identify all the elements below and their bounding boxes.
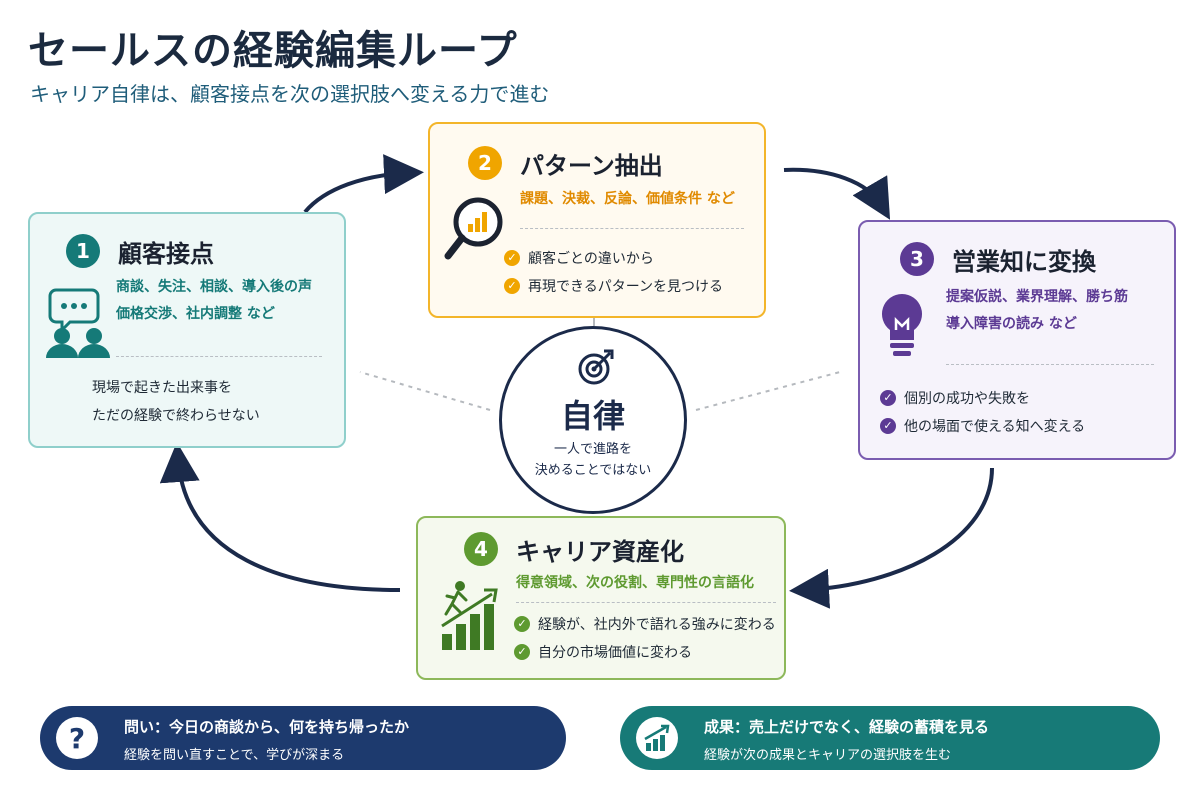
arrow-4-to-1 <box>159 442 401 592</box>
step-card-3: 3 営業知に変換 提案仮説、業界理解、勝ち筋 導入障害の読み など ✓個別の成功… <box>858 220 1176 460</box>
magnifier-chart-icon <box>444 194 508 270</box>
divider <box>516 602 776 603</box>
page-title: セールスの経験編集ループ <box>28 28 518 74</box>
connector-left <box>359 371 491 411</box>
divider <box>520 228 744 229</box>
check-icon: ✓ <box>514 644 530 660</box>
page-subtitle: キャリア自律は、顧客接点を次の選択肢へ変える力で進む <box>30 82 550 106</box>
result-banner: 成果：売上だけでなく、経験の蓄積を見る 経験が次の成果とキャリアの選択肢を生む <box>620 706 1160 770</box>
chat-people-icon <box>42 286 126 366</box>
step-card-2: 2 パターン抽出 課題、決裁、反論、価値条件 など ✓顧客ごとの違いから ✓再現… <box>428 122 766 318</box>
step-title: キャリア資産化 <box>516 538 684 566</box>
step-point: ✓顧客ごとの違いから <box>504 248 654 268</box>
step-keywords: 得意領域、次の役割、専門性の言語化 <box>516 575 754 591</box>
step-number-badge: 1 <box>66 234 100 268</box>
step-keywords: 提案仮説、業界理解、勝ち筋 導入障害の読み など <box>946 289 1128 332</box>
check-icon: ✓ <box>504 250 520 266</box>
center-subtitle: 一人で進路を 決めることではない <box>534 442 652 478</box>
center-title: 自律 <box>560 397 625 435</box>
step-number-badge: 2 <box>468 146 502 180</box>
arrow-1-to-2 <box>303 154 424 214</box>
climbing-growth-icon <box>438 580 500 658</box>
growth-chart-icon <box>636 717 678 759</box>
arrow-3-to-4 <box>789 467 994 609</box>
check-icon: ✓ <box>880 418 896 434</box>
step-title: 営業知に変換 <box>952 248 1096 276</box>
step-number-badge: 4 <box>464 532 498 566</box>
question-icon: ? <box>56 717 98 759</box>
lightbulb-icon <box>874 290 930 364</box>
question-subtitle: 経験を問い直すことで、学びが深まる <box>124 748 345 763</box>
check-icon: ✓ <box>880 390 896 406</box>
step-point: ✓他の場面で使える知へ変える <box>880 416 1085 436</box>
svg-text:?: ? <box>69 722 85 755</box>
step-point: ✓経験が、社内外で語れる強みに変わる <box>514 614 776 634</box>
step-keywords: 商談、失注、相談、導入後の声 価格交渉、社内調整 など <box>116 279 312 322</box>
question-title: 問い：今日の商談から、何を持ち帰ったか <box>124 718 410 736</box>
divider <box>116 356 322 357</box>
step-card-4: 4 キャリア資産化 得意領域、次の役割、専門性の言語化 ✓経験が、社内外で語れる… <box>416 516 786 680</box>
question-banner: ? 問い：今日の商談から、何を持ち帰ったか 経験を問い直すことで、学びが深まる <box>40 706 566 770</box>
center-circle: 自律 一人で進路を 決めることではない <box>499 326 687 514</box>
step-point: ✓個別の成功や失敗を <box>880 388 1030 408</box>
step-point: ✓自分の市場価値に変わる <box>514 642 692 662</box>
step-title: 顧客接点 <box>118 240 214 268</box>
check-icon: ✓ <box>504 278 520 294</box>
result-subtitle: 経験が次の成果とキャリアの選択肢を生む <box>704 748 952 763</box>
step-card-1: 1 顧客接点 商談、失注、相談、導入後の声 価格交渉、社内調整 など 現場で起き… <box>28 212 346 448</box>
arrow-2-to-3 <box>783 167 891 220</box>
step-title: パターン抽出 <box>520 152 663 180</box>
connector-right <box>695 371 841 411</box>
target-icon <box>576 347 616 391</box>
step-point: ✓再現できるパターンを見つける <box>504 276 723 296</box>
step-number-badge: 3 <box>900 242 934 276</box>
divider <box>946 364 1154 365</box>
step-keywords: 課題、決裁、反論、価値条件 など <box>520 191 735 207</box>
check-icon: ✓ <box>514 616 530 632</box>
result-title: 成果：売上だけでなく、経験の蓄積を見る <box>704 718 990 736</box>
step-note: 現場で起きた出来事を ただの経験で終わらせない <box>92 380 260 424</box>
